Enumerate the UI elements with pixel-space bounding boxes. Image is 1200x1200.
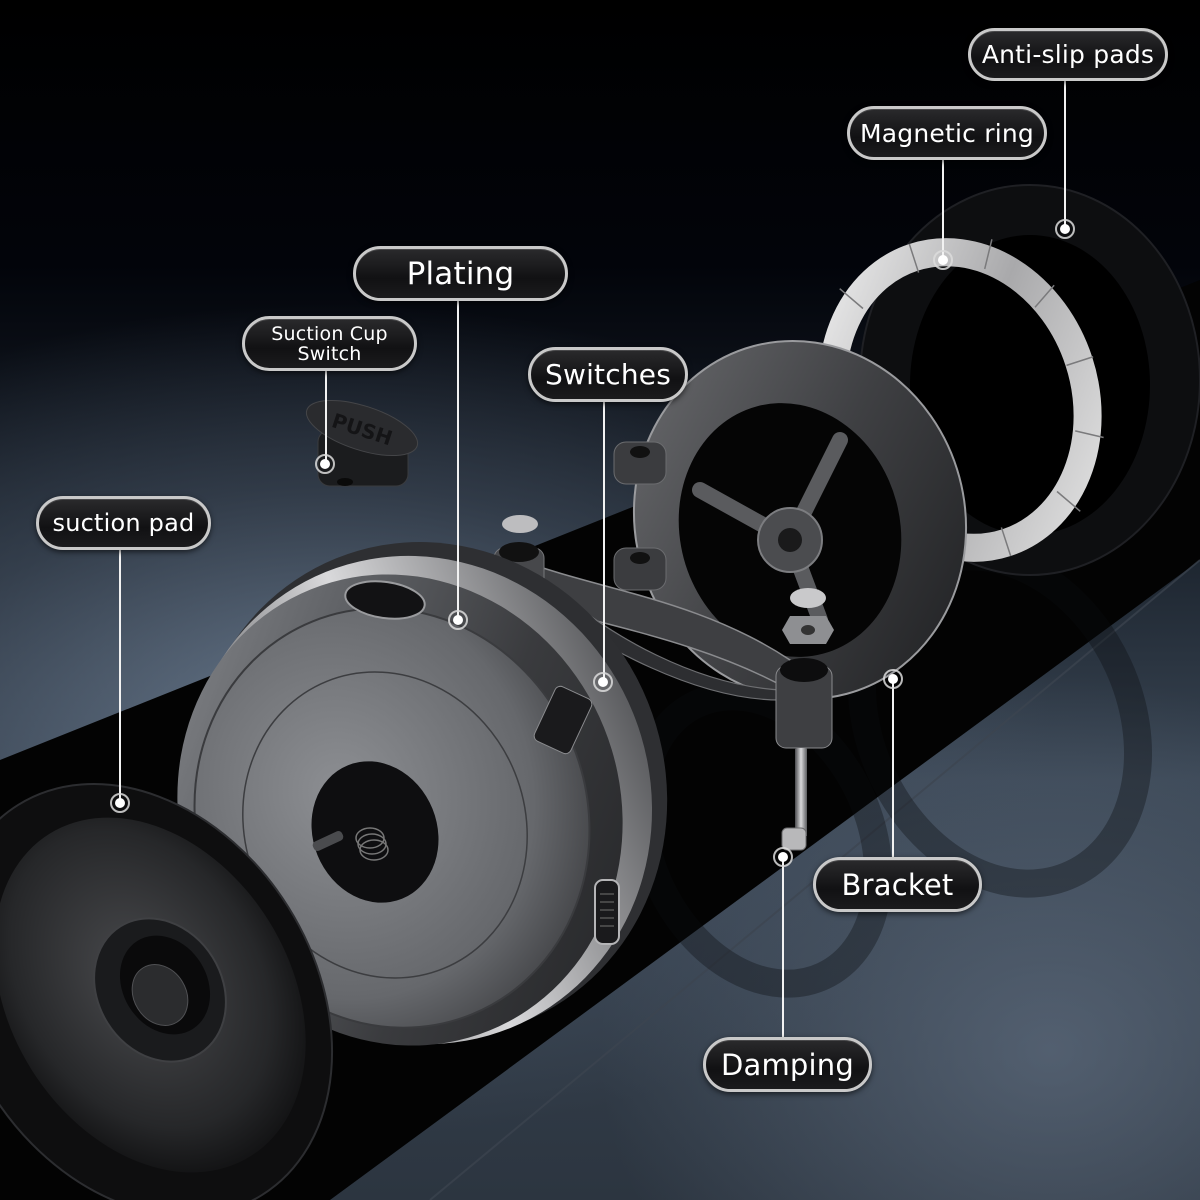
bracket-part xyxy=(613,339,968,701)
label-bracket: Bracket xyxy=(813,857,982,912)
label-suction-cup-switch-line-1: Suction Cup xyxy=(271,322,388,345)
callout-dot-anti-slip-pads xyxy=(1055,219,1075,239)
leader-line-anti-slip-pads xyxy=(1064,80,1066,229)
label-damping: Damping xyxy=(703,1037,872,1092)
suction-pad-part xyxy=(0,783,334,1200)
leader-line-bracket xyxy=(892,679,894,857)
main-body-part xyxy=(177,542,668,1046)
leader-line-suction-pad xyxy=(119,549,121,803)
callout-dot-plating xyxy=(448,610,468,630)
label-suction-pad: suction pad xyxy=(36,496,211,550)
leader-line-magnetic-ring xyxy=(942,159,944,260)
callout-dot-switches xyxy=(593,672,613,692)
leader-line-plating xyxy=(457,300,459,620)
leader-line-suction-cup-switch xyxy=(325,370,327,464)
callout-dot-damping xyxy=(773,847,793,867)
callout-dot-suction-pad xyxy=(110,793,130,813)
callout-dot-bracket xyxy=(883,669,903,689)
label-suction-cup-switch: Suction Cup Switch xyxy=(242,316,417,371)
label-anti-slip-pads: Anti-slip pads xyxy=(968,28,1168,81)
push-button-part: PUSH xyxy=(305,399,419,487)
leader-line-switches xyxy=(603,401,605,682)
callout-dot-suction-cup-switch xyxy=(315,454,335,474)
leader-line-damping xyxy=(782,857,784,1037)
label-suction-cup-switch-line-2: Switch xyxy=(297,342,362,365)
label-plating: Plating xyxy=(353,246,568,301)
callout-dot-magnetic-ring xyxy=(933,250,953,270)
label-magnetic-ring: Magnetic ring xyxy=(847,106,1047,160)
label-switches: Switches xyxy=(528,347,688,402)
